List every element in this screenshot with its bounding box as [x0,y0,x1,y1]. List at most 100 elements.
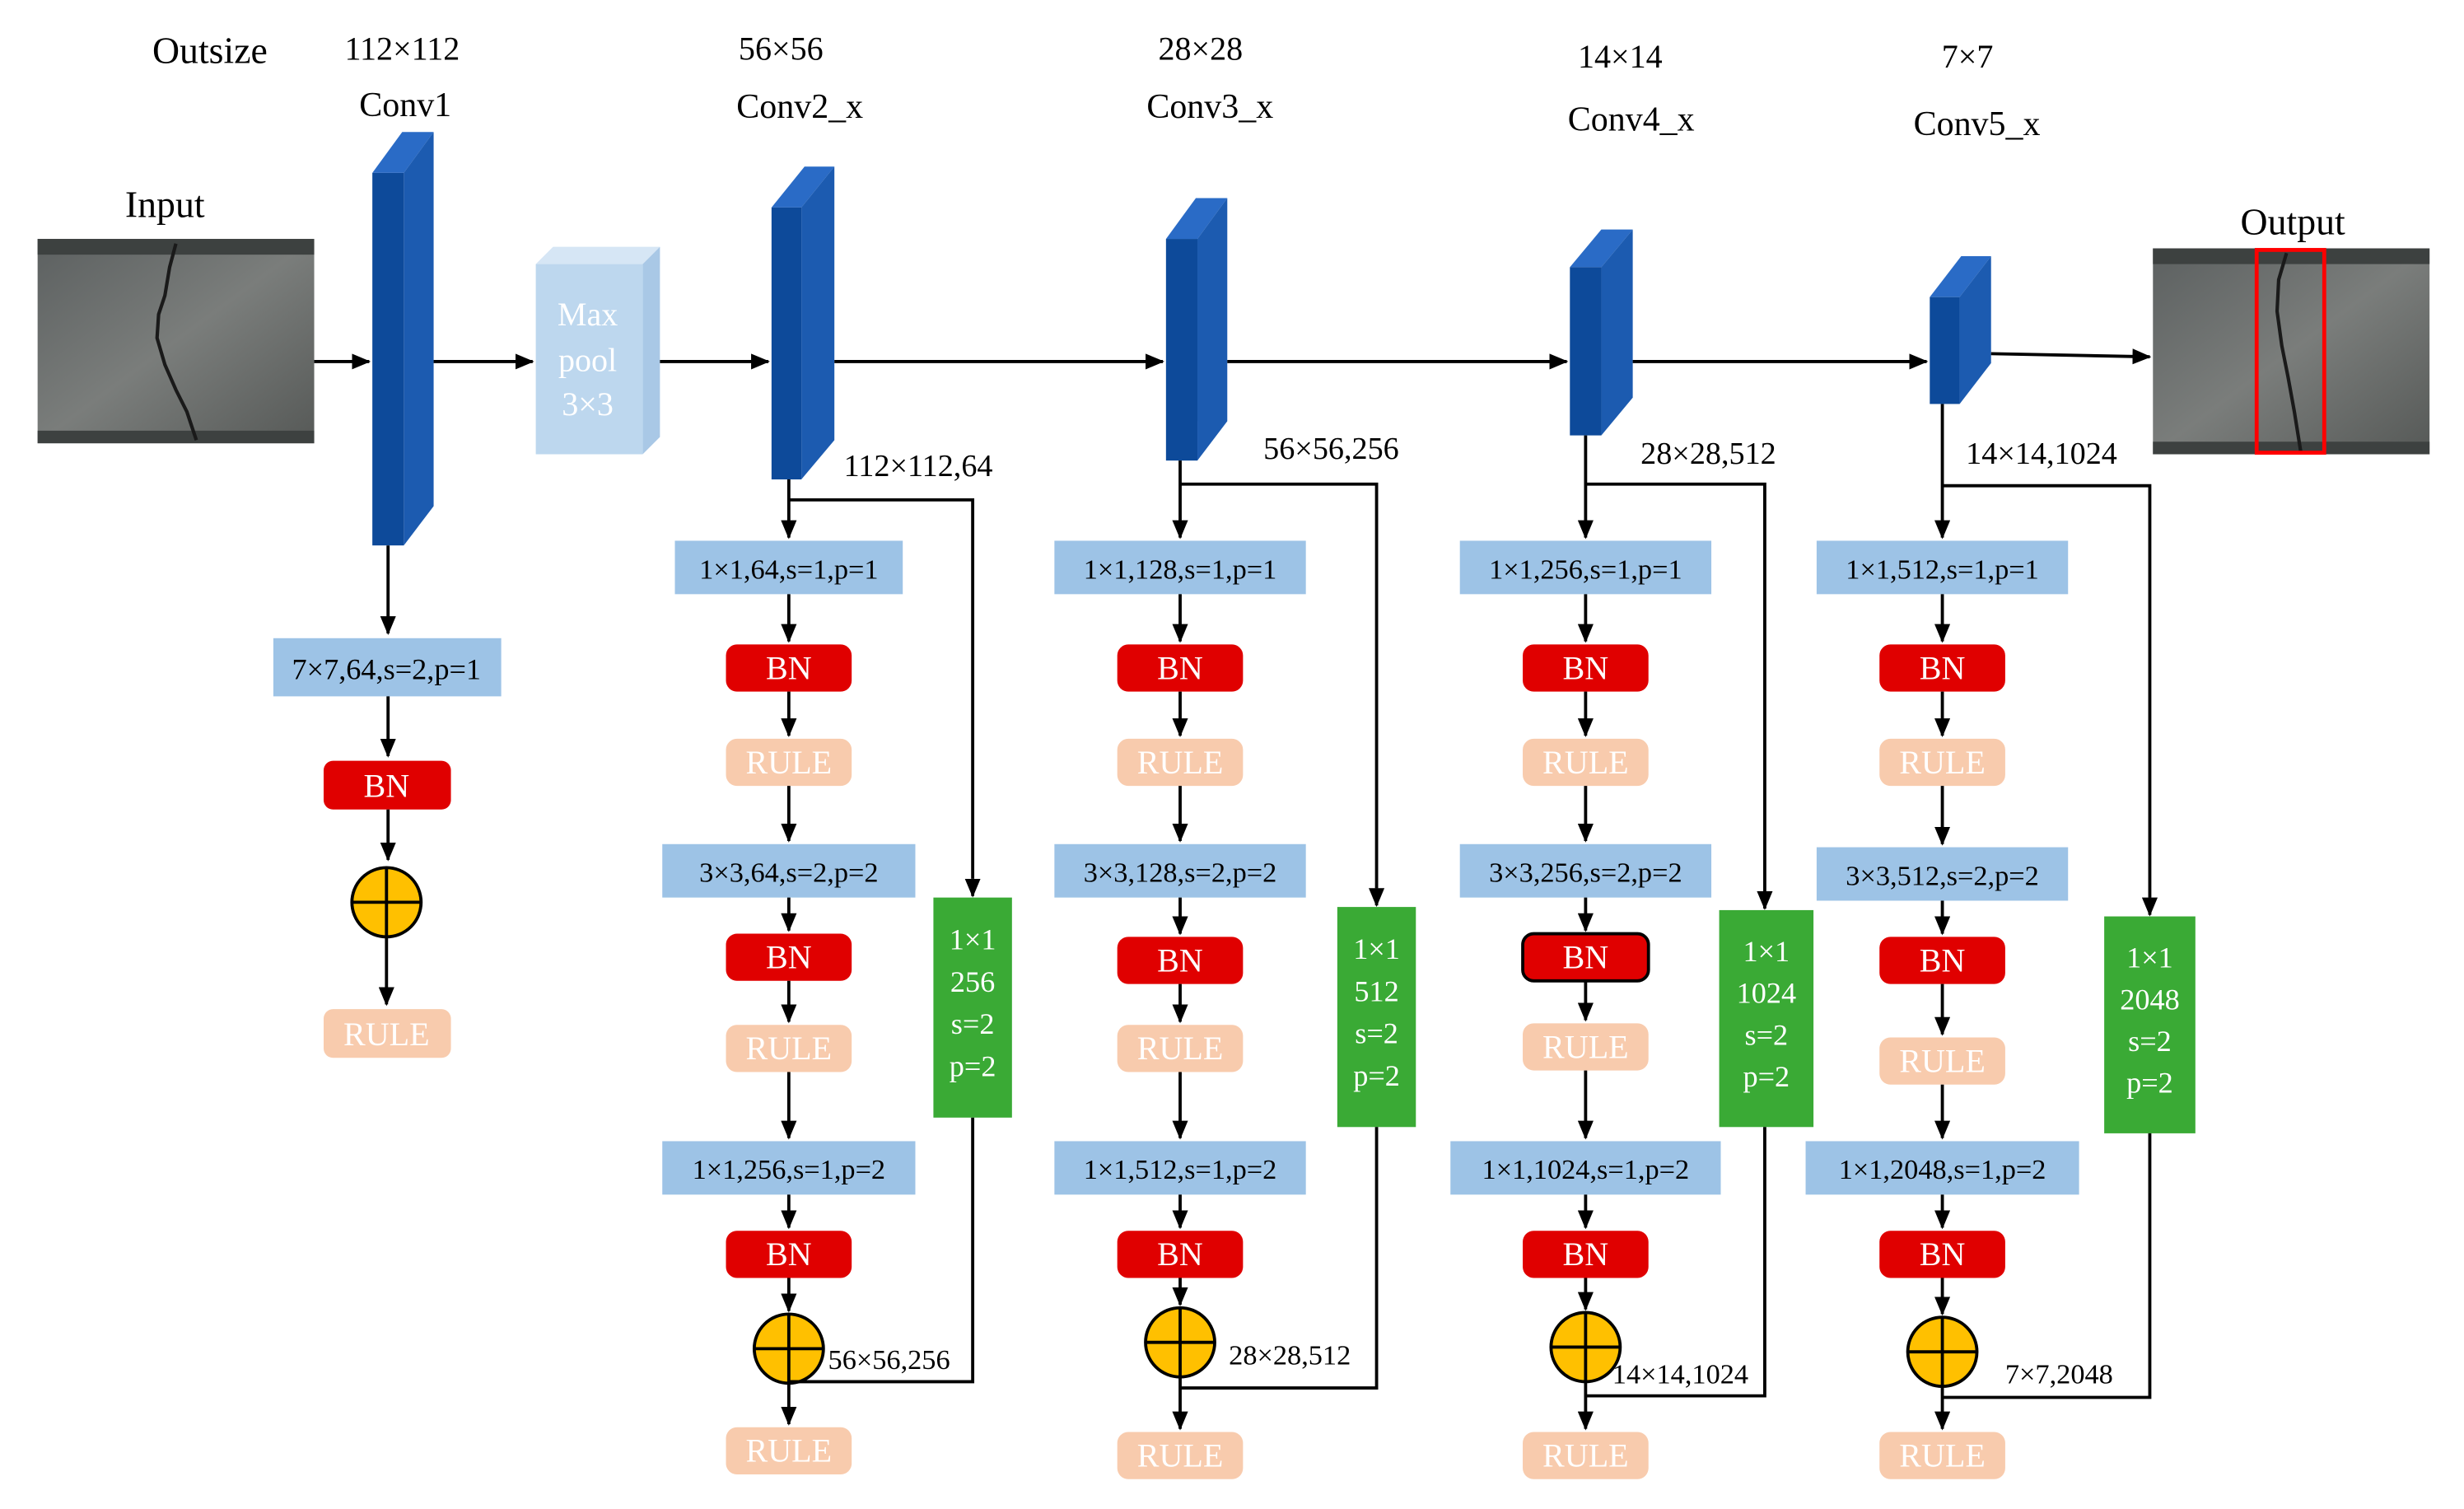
conv4-bn-2-label: BN [1563,939,1609,976]
conv2-bn-2-label: BN [766,939,812,976]
conv4-shortcut-line-4: p=2 [1743,1060,1790,1093]
conv4-conv-a-label: 1×1,256,s=1,p=1 [1489,554,1682,585]
conv3-conv-c-label: 1×1,512,s=1,p=2 [1084,1154,1277,1185]
conv4-conv-a-box [1459,540,1712,595]
conv3-block [1165,198,1228,461]
conv5-conv-a-box [1816,540,2069,595]
conv2-rule-1-label: RULE [746,744,833,781]
conv2-circle-plus-icon [752,1312,825,1385]
conv4-shortcut-line-3: s=2 [1744,1018,1788,1051]
conv2-shortcut-box [933,897,1012,1118]
conv2-conv-b-box [662,843,916,898]
conv5-shortcut-line-3: s=2 [2128,1025,2172,1058]
conv4-rule-3-box [1523,1432,1649,1479]
conv4-input-shape-label: 28×28,512 [1640,437,1776,471]
conv2-conv-a-box [674,540,903,595]
conv3-rule-1-label: RULE [1137,744,1224,781]
conv3-bn-2-label: BN [1157,941,1203,979]
conv3-shortcut-box [1337,907,1416,1128]
conv5-name-label: Conv5_x [1914,105,2041,143]
conv2-rule-2-box [726,1025,852,1072]
maxpool-line-3: 3×3 [562,385,614,423]
residual-stage-columns: 112×112,641×1,64,s=1,p=1BNRULE3×3,64,s=2… [662,404,2196,1479]
conv1-rule-label: RULE [343,1016,430,1053]
conv3-shortcut-line-3: s=2 [1355,1017,1398,1050]
conv3-bn-3-box [1117,1231,1244,1278]
conv5-shortcut-box [2104,916,2196,1133]
conv5-rule-3-box [1879,1432,2005,1479]
conv3-input-shape-label: 56×56,256 [1263,432,1399,466]
conv4-stage-column: 28×28,512 1×1,256,s=1,p=1BN RULE 3×3,256,s=… [1450,435,1814,1479]
conv2-bn-1-label: BN [766,649,812,686]
conv2-shortcut-line-2: 256 [950,965,995,998]
conv3-conv-b-label: 3×3,128,s=2,p=2 [1084,857,1277,889]
conv2-conv-b-label: 3×3,64,s=2,p=2 [699,857,878,889]
conv3-rule-1-box [1117,738,1244,787]
conv3-shortcut-line-2: 512 [1354,974,1398,1007]
conv4-bn-1-label: BN [1563,649,1609,686]
main-flow-arrows [314,348,2152,370]
conv4-rule-3-label: RULE [1542,1437,1629,1474]
conv4-bn-1-box [1523,644,1649,692]
conv3-shortcut-line-1: 1×1 [1353,932,1400,965]
conv1-name-label: Conv1 [359,86,451,124]
conv4-conv-c-box [1450,1141,1721,1195]
conv5-bn-1-box [1879,644,2005,692]
conv2-bn-3-label: BN [766,1236,812,1273]
conv2-conv-a-label: 1×1,64,s=1,p=1 [699,554,878,585]
conv5-stage-column: 14×14,10241×1,512,s=1,p=1BNRULE3×3,512,s… [1805,404,2196,1479]
conv3-name-label: Conv3_x [1146,88,1273,126]
conv4-bn-3-label: BN [1563,1236,1609,1273]
conv5-conv-b-box [1816,847,2069,901]
conv3-rule-3-box [1117,1432,1244,1479]
conv4-conv-b-label: 3×3,256,s=2,p=2 [1489,857,1682,889]
conv4-rule-2-box [1523,1023,1649,1071]
conv5-bn-2-box [1879,937,2005,984]
conv2-rule-3-label: RULE [746,1432,833,1469]
conv3-bn-3-label: BN [1157,1236,1203,1273]
conv5-shortcut-line-2: 2048 [2120,983,2179,1016]
conv5-bn-3-label: BN [1920,1236,1966,1273]
conv2-name-label: Conv2_x [736,88,863,126]
conv3-bn-2-box [1117,937,1244,984]
conv4-output-shape-label: 14×14,1024 [1612,1358,1748,1390]
maxpool-block: Max pool 3×3 [535,246,660,455]
conv3-conv-c-box [1054,1141,1306,1195]
conv3-rule-2-label: RULE [1137,1030,1224,1067]
conv4-conv-c-label: 1×1,1024,s=1,p=2 [1482,1154,1690,1185]
conv4-rule-1-label: RULE [1542,744,1629,781]
conv4-bn-3-box [1523,1231,1649,1278]
conv4-block [1570,229,1633,436]
conv2-conv-c-label: 1×1,256,s=1,p=2 [693,1154,886,1185]
crack-highlight-box [2254,248,2326,455]
conv4-conv-b-box [1459,843,1712,898]
conv3-size-label: 28×28 [1158,30,1243,68]
conv5-conv-a-label: 1×1,512,s=1,p=1 [1846,554,2039,585]
conv5-rule-2-label: RULE [1899,1042,1986,1079]
conv4-size-label: 14×14 [1578,38,1663,75]
conv3-output-shape-label: 28×28,512 [1229,1339,1351,1371]
conv5-bn-2-label: BN [1920,941,1966,979]
conv4-shortcut-line-2: 1024 [1737,977,1796,1010]
conv2-bn-3-box [726,1231,852,1278]
conv3-rule-3-label: RULE [1137,1437,1224,1474]
maxpool-line-2: pool [558,341,617,378]
conv2-block [771,166,835,480]
conv2-rule-1-box [726,738,852,787]
conv5-bn-1-label: BN [1920,649,1966,686]
conv3-bn-1-label: BN [1157,649,1203,686]
conv2-bn-2-box [726,933,852,981]
conv2-shortcut-line-3: s=2 [951,1007,995,1040]
conv5-rule-3-label: RULE [1899,1437,1986,1474]
conv5-bn-3-box [1879,1231,2005,1278]
circle-plus-icon [350,866,423,939]
conv4-rule-2-label: RULE [1542,1028,1629,1065]
conv5-output-shape-label: 7×7,2048 [2005,1358,2113,1390]
conv4-shortcut-line-1: 1×1 [1743,935,1790,968]
conv5-shortcut-line-1: 1×1 [2126,941,2173,974]
conv1-block [372,132,434,546]
input-label: Input [125,183,205,225]
conv4-name-label: Conv4_x [1568,100,1695,138]
conv3-conv-a-box [1054,540,1306,595]
